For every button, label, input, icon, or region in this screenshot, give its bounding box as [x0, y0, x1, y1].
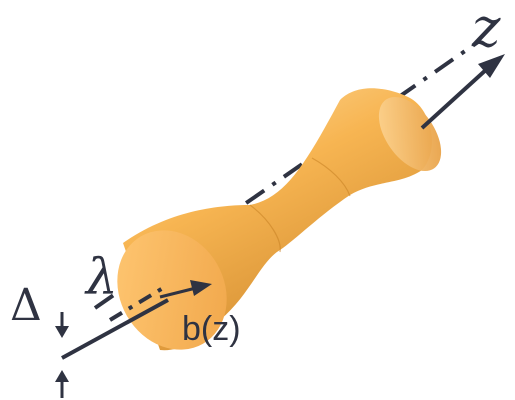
wavelength-label: λ: [84, 248, 118, 306]
optical-axis-solid: [420, 66, 490, 130]
delta-label: Δ: [10, 280, 42, 331]
axis-label-z: z: [471, 0, 501, 59]
offset-axis-solid: [61, 298, 169, 360]
radius-arrow-head: [190, 280, 212, 296]
beam-band-left: [249, 204, 281, 253]
beam-front-face: [117, 230, 227, 350]
delta-arrow-top-head: [55, 326, 69, 338]
beam-band-right: [311, 157, 351, 197]
radius-label: b(z): [182, 310, 241, 348]
axis-arrowhead: [478, 54, 505, 78]
axis-on-face: [108, 283, 170, 322]
beam-right-end-cap: [378, 96, 442, 172]
optical-axis-dashed: [93, 40, 480, 310]
delta-arrow-bottom-head: [55, 370, 69, 382]
